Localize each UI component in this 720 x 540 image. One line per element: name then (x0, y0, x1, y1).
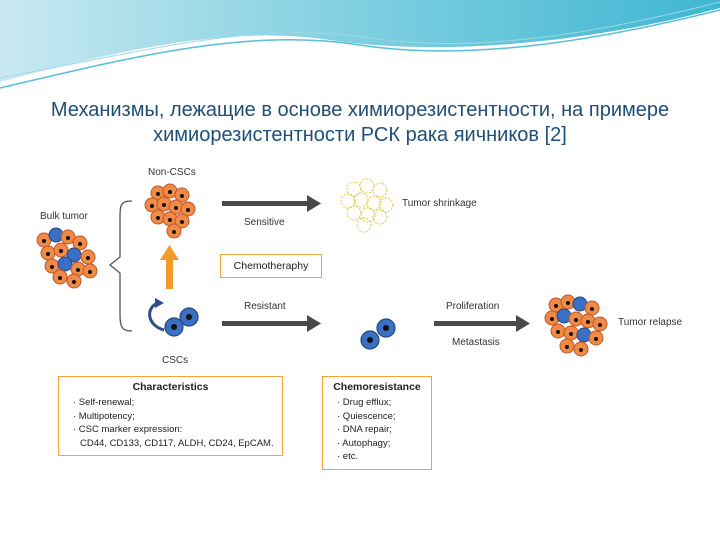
csc-cells (164, 307, 199, 337)
sensitive-label: Sensitive (244, 217, 285, 228)
chemotherapy-box: Chemotheraphy (220, 254, 322, 278)
characteristics-item: · Self-renewal; (73, 397, 135, 408)
resistant-arrow (222, 315, 321, 332)
proliferation-label: Proliferation (446, 301, 500, 312)
chemoresistance-item: · DNA repair; (337, 424, 392, 435)
characteristics-item: CD44, CD133, CD117, ALDH, CD24, EpCAM. (80, 437, 274, 449)
chemoresistance-title: Chemoresistance (333, 381, 421, 393)
proliferation-arrow (434, 315, 530, 332)
chemoresistance-item: · Autophagy; (337, 437, 391, 449)
characteristics-title: Characteristics (132, 381, 209, 393)
chemoresistance-item: · Quiescence; (337, 410, 396, 422)
header-wave-decoration (0, 0, 720, 89)
differentiation-up-arrow (160, 245, 179, 289)
metastasis-label: Metastasis (452, 337, 500, 348)
self-renewal-curved-arrow (148, 301, 165, 332)
slide-title: Механизмы, лежащие в основе химиорезисте… (50, 99, 670, 146)
resistant-label: Resistant (244, 301, 286, 312)
tumor-shrinkage-cells (340, 178, 394, 233)
characteristics-panel: Characteristics · Self-renewal; · Multip… (58, 376, 283, 456)
surviving-csc-cells (360, 318, 396, 350)
chemoresistance-panel: Chemoresistance · Drug efflux; · Quiesce… (322, 376, 432, 470)
non-cscs-label: Non-CSCs (148, 167, 196, 178)
branch-bracket (108, 200, 133, 332)
cscs-label: CSCs (162, 355, 189, 366)
tumor-relapse-label: Tumor relapse (618, 317, 683, 328)
non-csc-cluster (144, 183, 196, 239)
tumor-relapse-cluster (544, 294, 608, 357)
characteristics-item: · CSC marker expression: (73, 424, 183, 435)
chemoresistance-item: · etc. (337, 451, 359, 462)
characteristics-item: · Multipotency; (73, 410, 135, 422)
csc-chemoresistance-diagram: Bulk tumor Non-CSCs CSCs Sensitive Resis… (34, 165, 686, 475)
bulk-tumor-label: Bulk tumor (40, 211, 88, 222)
tumor-shrinkage-label: Tumor shrinkage (402, 198, 477, 209)
sensitive-arrow (222, 195, 321, 212)
bulk-tumor-cluster (36, 227, 98, 289)
chemoresistance-item: · Drug efflux; (337, 397, 392, 408)
